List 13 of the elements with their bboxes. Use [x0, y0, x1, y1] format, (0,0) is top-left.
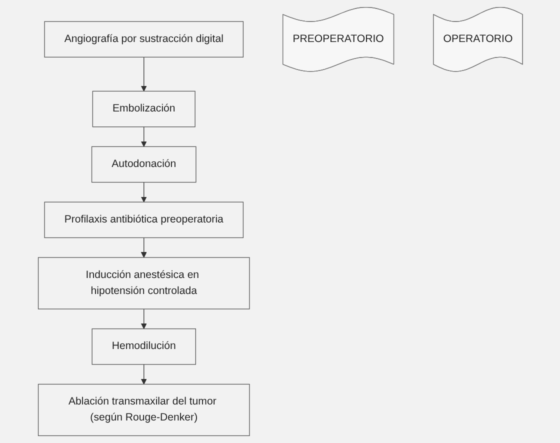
node-box: Inducción anestésica en hipotensión controlada: [38, 257, 250, 310]
arrow: [140, 308, 146, 330]
node-box: Embolización: [92, 90, 195, 128]
node-box: Ablación transmaxilar del tumor (según Rouge-Denker): [38, 384, 250, 436]
arrow: [140, 56, 146, 92]
arrow: [140, 126, 146, 147]
node-box: Angiografía por sustracción digital: [44, 21, 244, 58]
arrow: [140, 182, 146, 202]
arrow: [140, 237, 146, 258]
arrow: [140, 364, 146, 384]
node-box: Autodonación: [91, 146, 196, 183]
node-box: Profilaxis antibiótica preoperatoria: [44, 202, 244, 238]
node-box: Hemodilución: [91, 328, 196, 365]
